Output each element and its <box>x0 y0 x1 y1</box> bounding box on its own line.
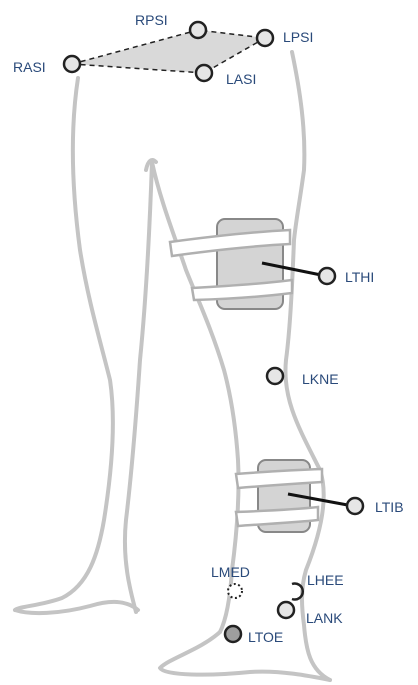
lmed-marker <box>228 584 242 598</box>
lthi-label: LTHI <box>345 269 374 285</box>
right-leg-outer-contour <box>15 78 113 610</box>
rasi-marker <box>64 56 80 72</box>
rpsi-label: RPSI <box>135 12 168 28</box>
lkne-marker <box>267 368 283 384</box>
lthi-marker <box>319 268 335 284</box>
lasi-label: LASI <box>226 71 256 87</box>
pelvis-plane <box>72 30 265 73</box>
lkne-label: LKNE <box>302 371 339 387</box>
ltib-marker <box>347 498 363 514</box>
lhee-label: LHEE <box>307 572 344 588</box>
lank-label: LANK <box>306 610 343 626</box>
lmed-label: LMED <box>211 564 250 580</box>
shank-cluster <box>236 460 322 532</box>
ltoe-label: LTOE <box>248 629 283 645</box>
ltib-label: LTIB <box>375 499 404 515</box>
lpsi-marker <box>257 30 273 46</box>
rasi-label: RASI <box>13 59 46 75</box>
lasi-marker <box>196 65 212 81</box>
lpsi-label: LPSI <box>283 29 313 45</box>
ltoe-marker <box>225 626 241 642</box>
rpsi-marker <box>190 22 206 38</box>
lank-marker <box>278 602 294 618</box>
right-leg-inner-contour <box>125 162 152 612</box>
body-outline <box>15 52 330 680</box>
